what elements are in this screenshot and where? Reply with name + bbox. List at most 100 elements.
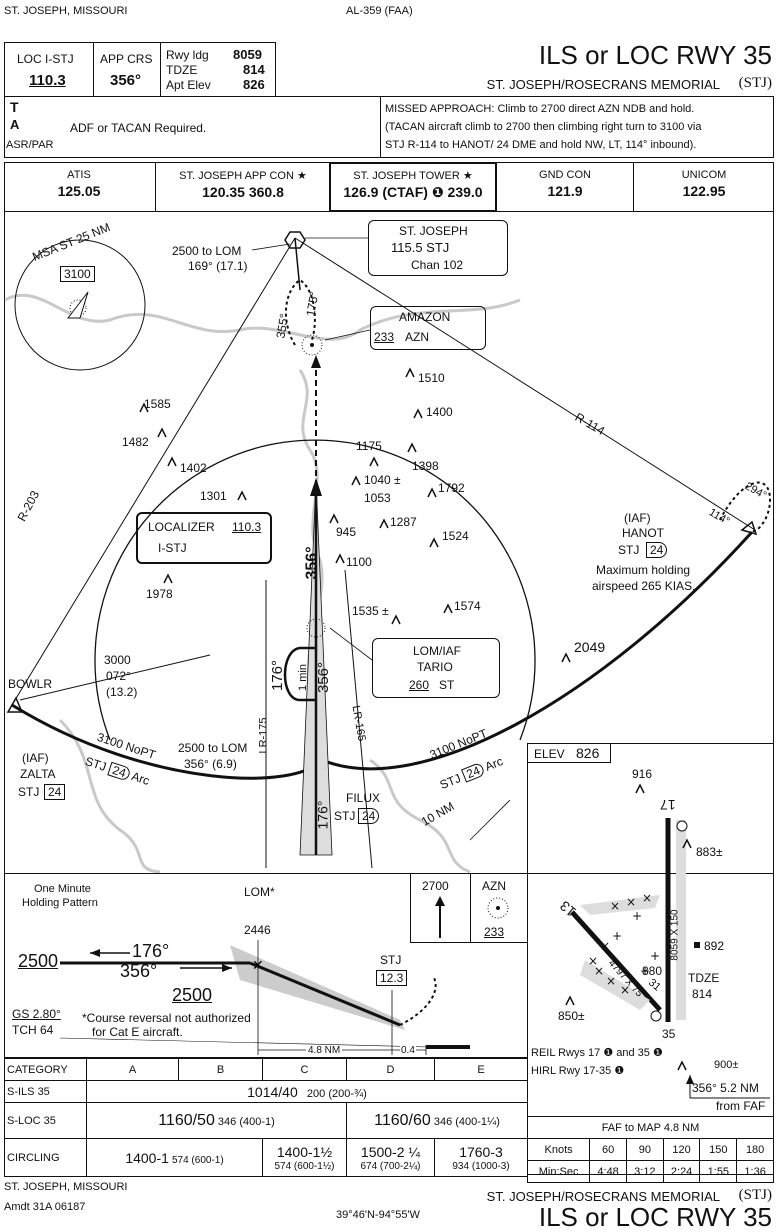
elev-1398: 1398 xyxy=(412,459,439,473)
elev-1792: 1792 xyxy=(438,481,465,495)
runway-13-31 xyxy=(570,910,662,1012)
ma-freq: 233 xyxy=(484,925,505,939)
asr-par-note: ASR/PAR xyxy=(6,139,54,151)
footer-airport-id: (STJ) xyxy=(738,1187,772,1203)
msa-alt: 3100 xyxy=(60,266,95,282)
comm-app-con: ST. JOSEPH APP CON ★120.35 360.8 xyxy=(179,170,307,200)
vor-freq: 115.5 STJ xyxy=(391,240,450,255)
notes-box xyxy=(4,96,774,158)
bowlr-alt: 3000 xyxy=(104,653,131,667)
missed-approach-3: STJ R-114 to HANOT/ 24 DME and hold NW, … xyxy=(385,139,697,151)
profile-one-minute: One Minute xyxy=(34,883,91,895)
city-state: ST. JOSEPH, MISSOURI xyxy=(4,5,128,17)
ma-fix: AZN xyxy=(482,879,506,893)
elev-1482: 1482 xyxy=(122,435,149,449)
profile-lom: LOM* xyxy=(244,885,275,899)
holding-pattern xyxy=(283,646,316,702)
lom-356: 356° (6.9) xyxy=(184,757,237,771)
tario-freq: 260 xyxy=(409,678,430,692)
lom-2500: 2500 to LOM xyxy=(178,741,248,755)
ad-tdze: TDZE xyxy=(688,971,720,985)
ndb-name: AMAZON xyxy=(399,310,451,324)
airport-name: ST. JOSEPH/ROSECRANS MEMORIAL xyxy=(486,77,720,92)
svg-text:+: + xyxy=(612,929,622,943)
ad-reil: REIL Rwys 17 ❶ and 35 ❶ xyxy=(531,1047,663,1059)
elev-1301: 1301 xyxy=(200,489,227,503)
hanot-name: HANOT xyxy=(622,526,664,540)
ad-obst-880: 880 xyxy=(642,964,663,978)
ad-obst-900: 900± xyxy=(714,1059,739,1071)
loc-freq: 110.3 xyxy=(29,72,66,89)
profile-lom-alt: 2446 xyxy=(244,923,271,937)
ndb-id: AZN xyxy=(405,330,429,344)
footer-city: ST. JOSEPH, MISSOURI xyxy=(4,1181,128,1193)
svg-text:✕: ✕ xyxy=(252,958,264,974)
bowlr-crs: 072° xyxy=(106,669,131,683)
elev-1175: 1175 xyxy=(356,439,382,453)
elev-1510: 1510 xyxy=(418,371,445,385)
ad-rwy-17: 17 xyxy=(660,797,676,813)
profile-crs-176: 176° xyxy=(132,941,170,961)
profile-note2: for Cat E aircraft. xyxy=(92,1025,183,1039)
elev-1535: 1535 ± xyxy=(352,604,389,618)
filux-dme: 24 xyxy=(358,808,380,824)
zalta-dme: 24 xyxy=(44,784,66,800)
r203-line xyxy=(11,237,296,706)
tario-id: ST xyxy=(439,678,455,692)
comm-tower-text: ST. JOSEPH TOWER ★126.9 (CTAF) ❶ 239.0 xyxy=(343,170,483,200)
elev-1040: 1040 ± xyxy=(364,473,401,487)
footer-airport: ST. JOSEPH/ROSECRANS MEMORIAL xyxy=(486,1189,720,1204)
tdze-label: TDZE xyxy=(166,63,198,77)
ndb-symbol xyxy=(301,334,323,356)
vor-symbol xyxy=(284,231,306,249)
volume-id: AL-359 (FAA) xyxy=(346,5,413,17)
hanot-iaf: (IAF) xyxy=(624,511,651,525)
profile-dist-04: 0.4 xyxy=(400,1045,416,1056)
hanot-hold xyxy=(719,481,772,532)
tario: TARIO xyxy=(417,660,453,674)
ad-elev-label: ELEV xyxy=(534,747,565,761)
svg-text:×: × xyxy=(642,891,652,905)
elev-1574: 1574 xyxy=(454,599,481,613)
procedure-title: ILS or LOC RWY 35 xyxy=(538,40,772,70)
ad-obst-883: 883± xyxy=(696,845,723,859)
localizer-freq: 110.3 xyxy=(232,520,262,534)
tdze: 814 xyxy=(243,62,265,77)
ad-rwy-35: 35 xyxy=(662,1027,676,1041)
ad-hirl: HIRL Rwy 17-35 ❶ xyxy=(531,1065,625,1077)
svg-text:×: × xyxy=(588,954,598,968)
apt-elev: 826 xyxy=(243,77,265,92)
svg-text:×: × xyxy=(600,939,610,953)
hanot-dme: 24 xyxy=(646,542,668,558)
elev-1400: 1400 xyxy=(426,405,453,419)
svg-text:×: × xyxy=(606,974,616,988)
app-crs: 356° xyxy=(110,72,142,89)
hanot-stj: STJ xyxy=(618,543,640,557)
elev-1402: 1402 xyxy=(180,461,207,475)
lom-iaf: LOM/IAF xyxy=(413,644,462,658)
ad-obst-850: 850± xyxy=(558,1009,585,1023)
elev-1100: 1100 xyxy=(346,555,372,569)
missed-approach-1: MISSED APPROACH: Climb to 2700 direct AZ… xyxy=(385,103,695,115)
localizer-box: LOCALIZER 110.3 I-STJ xyxy=(136,512,272,564)
elev-1524: 1524 xyxy=(442,529,469,543)
ma-alt: 2700 xyxy=(422,879,449,893)
bowlr-fix xyxy=(6,696,24,713)
rwy-ldg-label: Rwy ldg xyxy=(166,48,209,62)
ad-from-faf: from FAF xyxy=(716,1099,766,1113)
msa-circle xyxy=(14,239,146,371)
vor-box: ST. JOSEPH 115.5 STJ Chan 102 xyxy=(368,220,508,276)
elev-1287: 1287 xyxy=(390,515,417,529)
filux: FILUX xyxy=(346,791,381,805)
footer-title: ILS or LOC RWY 35 xyxy=(538,1202,772,1232)
ad-obst-916: 916 xyxy=(632,767,653,781)
max-holding: Maximum holding xyxy=(596,563,691,577)
ad-rwy-dim: 8059 X 150 xyxy=(669,909,681,961)
r114-line xyxy=(294,237,756,531)
vor-name: ST. JOSEPH xyxy=(399,224,468,238)
svg-text:×: × xyxy=(626,895,636,909)
profile-holding-pattern: Holding Pattern xyxy=(22,897,98,909)
